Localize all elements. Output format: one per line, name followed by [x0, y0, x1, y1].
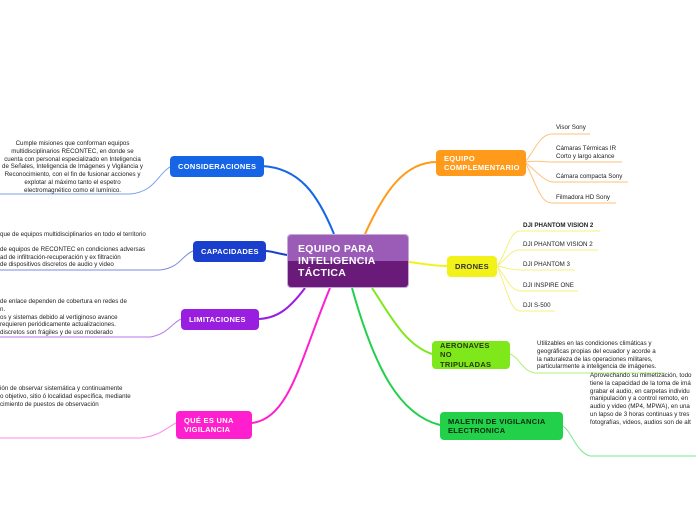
node-maletin-vigilancia[interactable]: MALETIN DE VIGILANCIA ELECTRONICA [440, 412, 563, 440]
drone-item: DJI INSPIRE ONE [523, 282, 574, 289]
node-equipo-complementario[interactable]: EQUIPO COMPLEMENTARIO [436, 150, 526, 176]
node-capacidades[interactable]: CAPACIDADES [193, 241, 266, 262]
que-es-text: ión de observar sistemática y continuame… [0, 385, 131, 408]
equipo-item: Visor Sony [556, 124, 586, 131]
node-limitaciones[interactable]: LIMITACIONES [181, 309, 259, 330]
equipo-item: Filmadora HD Sony [556, 194, 610, 201]
node-label: MALETIN DE VIGILANCIA ELECTRONICA [448, 416, 546, 435]
root-node[interactable]: EQUIPO PARA INTELIGENCIA TÁCTICA [287, 234, 409, 288]
aeronaves-text: Utilizables en las condiciones climática… [537, 340, 657, 371]
node-que-es-una-vigilancia[interactable]: QUÉ ES UNA VIGILANCIA [176, 411, 252, 439]
node-consideraciones[interactable]: CONSIDERACIONES [170, 156, 264, 177]
equipo-item: Cámaras Térmicas IR Corto y largo alcanc… [556, 145, 617, 160]
node-label: DRONES [455, 261, 489, 271]
node-drones[interactable]: DRONES [447, 256, 497, 277]
node-label: CAPACIDADES [201, 246, 259, 256]
node-label: EQUIPO COMPLEMENTARIO [444, 153, 520, 172]
node-label: QUÉ ES UNA VIGILANCIA [184, 415, 234, 434]
drone-item: DJI PHANTOM VISION 2 [523, 222, 594, 229]
node-aeronaves-no-tripuladas[interactable]: AERONAVES NO TRIPULADAS [432, 341, 510, 369]
node-label: LIMITACIONES [189, 314, 246, 324]
capacidades-text: que de equipos multidisciplinarios en to… [0, 231, 146, 269]
node-label: AERONAVES NO TRIPULADAS [440, 340, 492, 369]
drone-item: DJI PHANTOM 3 [523, 261, 570, 268]
maletin-text: Aprovechando su mimetización, todo tiene… [590, 372, 692, 426]
consideraciones-text: Cumple misiones que conforman equipos mu… [2, 140, 143, 194]
drone-item: DJI S-500 [523, 302, 551, 309]
node-label: CONSIDERACIONES [178, 161, 257, 171]
drone-item: DJI PHANTOM VISION 2 [523, 241, 593, 248]
root-title: EQUIPO PARA INTELIGENCIA TÁCTICA [298, 243, 376, 279]
limitaciones-text: de enlace dependen de cobertura en redes… [0, 298, 127, 336]
equipo-item: Cámara compacta Sony [556, 173, 623, 180]
